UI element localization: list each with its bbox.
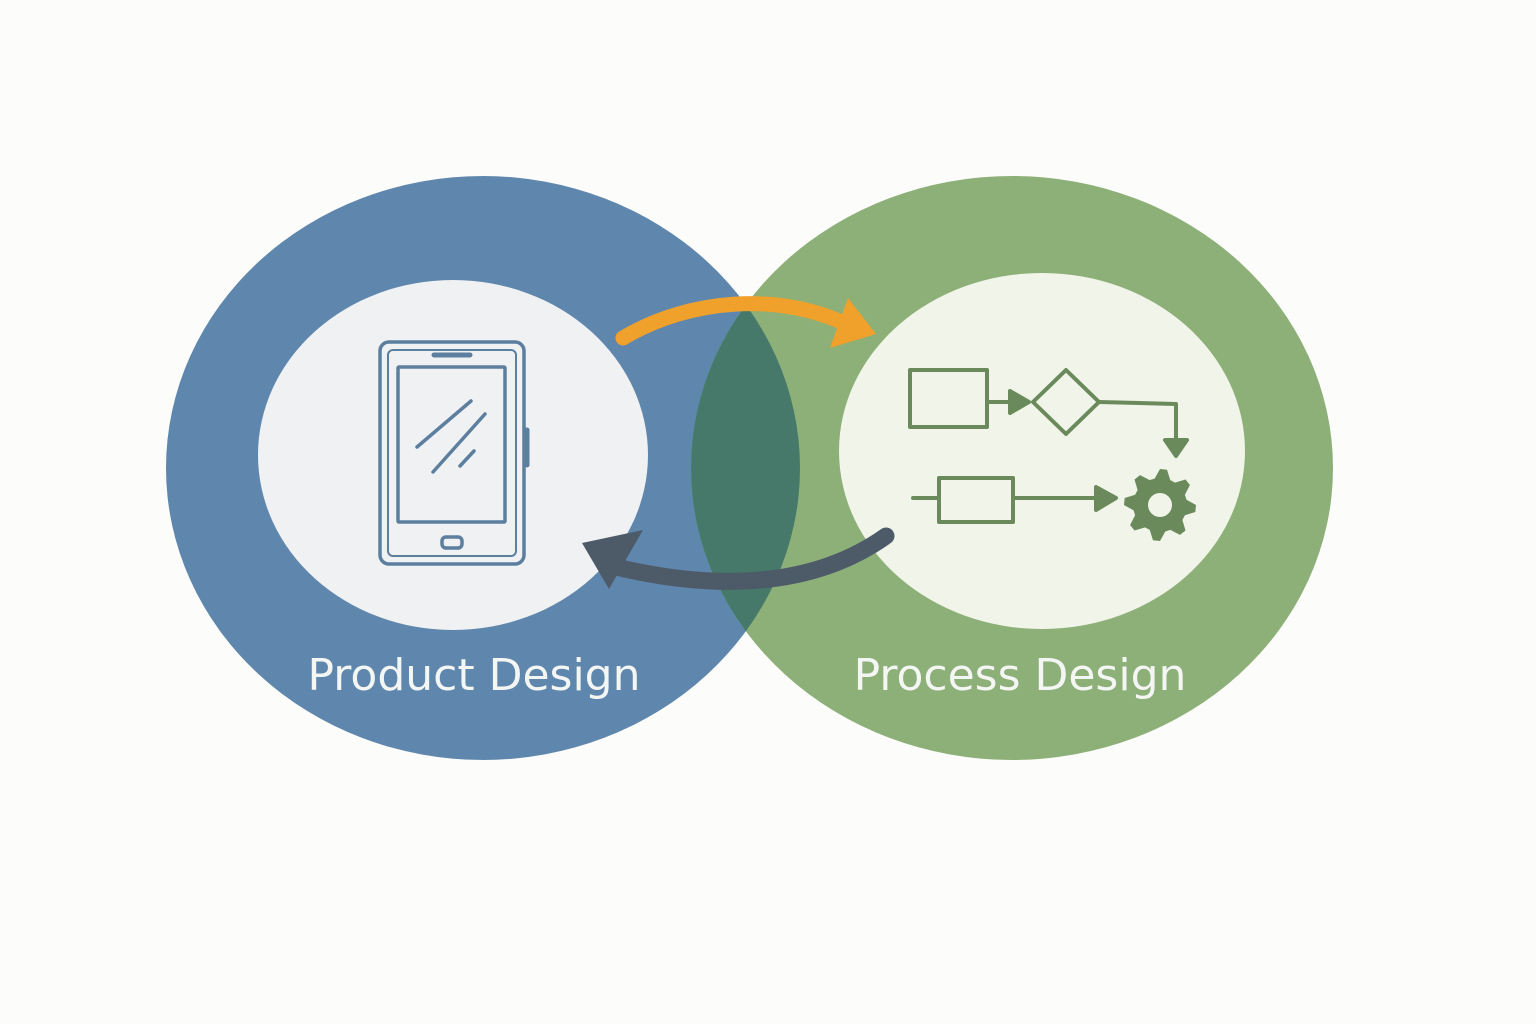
process-design-label: Process Design <box>854 650 1187 701</box>
tablet-icon <box>378 340 530 566</box>
process-flowchart-icon <box>908 368 1196 541</box>
arrow-product-to-process <box>615 296 876 348</box>
gear-icon <box>1124 469 1196 541</box>
arrow-process-to-product <box>582 527 895 590</box>
product-design-label: Product Design <box>308 650 641 701</box>
product-inner-circle <box>258 280 648 630</box>
process-inner-circle <box>839 273 1245 629</box>
gear-hole <box>1148 493 1172 517</box>
